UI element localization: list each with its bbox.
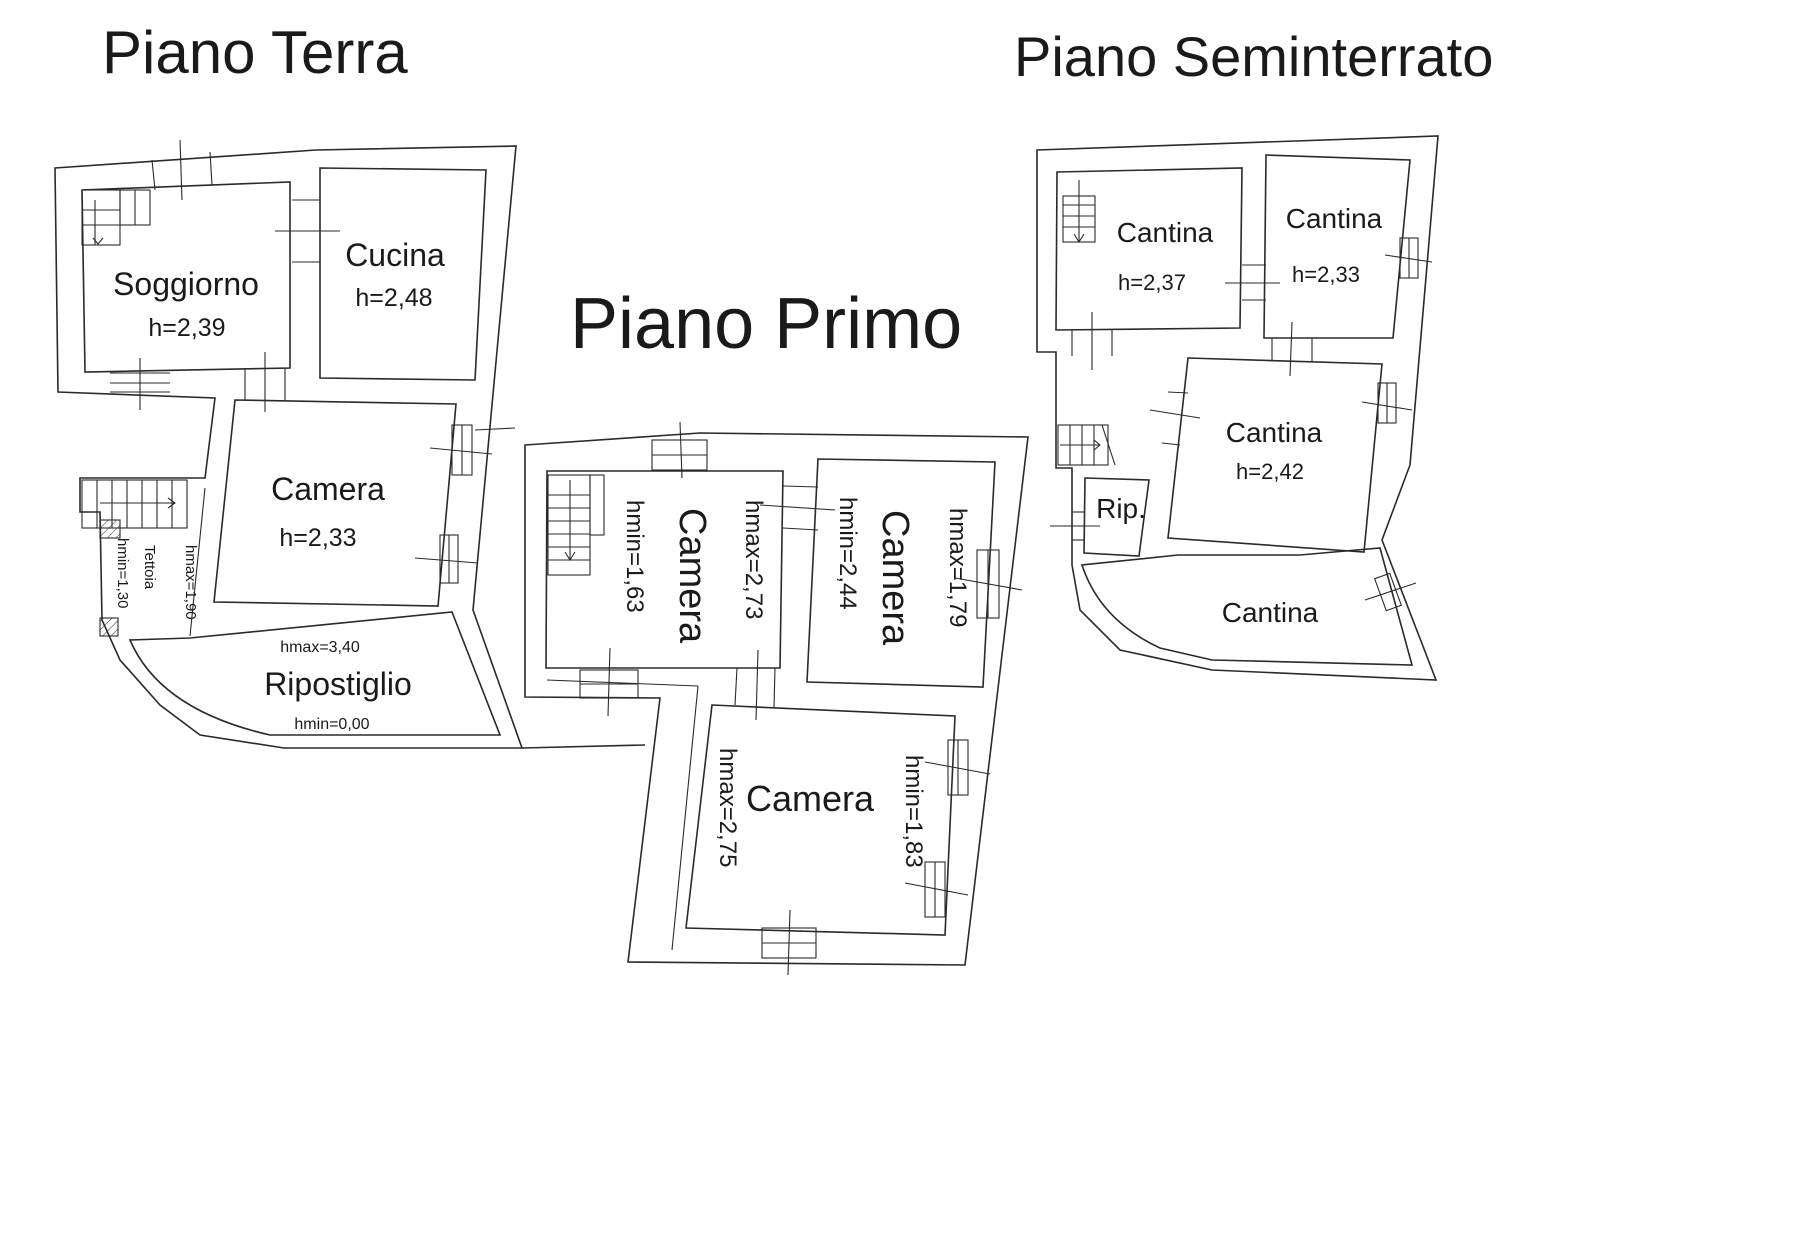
door-icon bbox=[1149, 391, 1201, 446]
door-icon bbox=[759, 485, 836, 531]
door-icon bbox=[244, 352, 286, 412]
corridor-wall bbox=[546, 679, 699, 687]
room-label-camera-right: Camera bbox=[874, 510, 916, 646]
door-icon bbox=[110, 358, 170, 410]
door-icon bbox=[1050, 511, 1100, 541]
window-icon bbox=[414, 534, 479, 584]
door-icon bbox=[1071, 312, 1113, 370]
door-icon bbox=[1271, 321, 1313, 377]
tettoia-divider bbox=[189, 487, 206, 637]
title-piano-seminterrato: Piano Seminterrato bbox=[1014, 25, 1493, 88]
corridor-wall bbox=[671, 685, 699, 951]
door-icon bbox=[275, 199, 340, 263]
door-icon bbox=[734, 649, 776, 721]
boundary-line bbox=[521, 744, 646, 749]
room-label-cantina-1: Cantina bbox=[1117, 217, 1214, 248]
room-label-soggiorno: Soggiorno bbox=[113, 266, 259, 302]
room-rip bbox=[1083, 477, 1150, 557]
room-cucina bbox=[319, 167, 487, 381]
room-label-cucina: Cucina bbox=[345, 237, 445, 273]
window-icon bbox=[904, 861, 969, 918]
outer-wall bbox=[54, 145, 524, 749]
window-icon bbox=[924, 739, 991, 796]
window-icon bbox=[954, 549, 1023, 619]
room-cantina-4 bbox=[1080, 547, 1414, 666]
plan-piano-terra: Soggiorno h=2,39 Cucina h=2,48 Camera h=… bbox=[54, 139, 646, 749]
room-cantina-1 bbox=[1055, 167, 1243, 331]
room-label-cantina-2: Cantina bbox=[1286, 203, 1383, 234]
room-height-soggiorno: h=2,39 bbox=[148, 314, 225, 342]
room-hmin-ripostiglio: hmin=0,00 bbox=[294, 716, 369, 733]
outer-wall bbox=[1036, 135, 1439, 681]
room-camera-left bbox=[545, 470, 784, 669]
staircase-icon bbox=[1057, 424, 1116, 466]
window-icon bbox=[761, 909, 817, 976]
room-camera-bottom bbox=[685, 704, 956, 936]
window-icon bbox=[429, 424, 516, 476]
room-hmax-camera-right: hmax=1,79 bbox=[944, 508, 971, 627]
room-label-camera-left: Camera bbox=[671, 508, 713, 644]
window-icon bbox=[579, 647, 639, 717]
room-ripostiglio bbox=[128, 611, 502, 736]
staircase-icon bbox=[81, 189, 151, 246]
pillar bbox=[99, 617, 119, 637]
window-icon bbox=[1384, 237, 1433, 279]
room-hmax-camera-left: hmax=2,73 bbox=[740, 500, 767, 619]
room-soggiorno bbox=[81, 181, 291, 373]
room-label-camera-bottom: Camera bbox=[746, 778, 875, 819]
room-label-ripostiglio: Ripostiglio bbox=[264, 666, 412, 702]
room-hmax-ripostiglio: hmax=3,40 bbox=[280, 639, 360, 656]
staircase-icon bbox=[1062, 180, 1096, 244]
room-hmin-camera-right: hmin=2,44 bbox=[834, 497, 861, 610]
room-hmin-camera-bottom: hmin=1,83 bbox=[900, 755, 927, 868]
room-hmax-tettoia: hmax=1,90 bbox=[182, 545, 199, 620]
room-camera-terra bbox=[213, 399, 457, 607]
room-label-camera: Camera bbox=[271, 471, 385, 507]
door-icon bbox=[1225, 264, 1280, 301]
outer-wall bbox=[524, 432, 1029, 966]
room-label-rip: Rip. bbox=[1096, 493, 1146, 524]
title-piano-terra: Piano Terra bbox=[102, 19, 408, 86]
title-piano-primo: Piano Primo bbox=[570, 284, 962, 364]
room-hmin-camera-left: hmin=1,63 bbox=[621, 500, 648, 613]
room-hmax-camera-bottom: hmax=2,75 bbox=[714, 748, 741, 867]
plan-piano-primo: Camera hmin=1,63 hmax=2,73 Camera hmin=2… bbox=[524, 421, 1029, 976]
room-label-tettoia: Tettoia bbox=[141, 545, 158, 590]
room-height-cantina-1: h=2,37 bbox=[1118, 270, 1186, 295]
staircase-icon bbox=[81, 479, 188, 529]
room-height-cantina-3: h=2,42 bbox=[1236, 459, 1304, 484]
room-label-cantina-4: Cantina bbox=[1222, 597, 1319, 628]
room-cantina-2 bbox=[1263, 154, 1411, 339]
room-cantina-3 bbox=[1167, 357, 1383, 553]
room-height-cucina: h=2,48 bbox=[355, 284, 432, 312]
window-icon bbox=[651, 421, 708, 479]
window-icon bbox=[1364, 572, 1417, 612]
room-height-cantina-2: h=2,33 bbox=[1292, 262, 1360, 287]
window-icon bbox=[1361, 382, 1413, 424]
room-camera-right bbox=[806, 458, 996, 688]
room-label-cantina-3: Cantina bbox=[1226, 417, 1323, 448]
pillar bbox=[99, 519, 121, 539]
plan-piano-seminterrato: Cantina h=2,37 Cantina h=2,33 Cantina h=… bbox=[1036, 135, 1439, 681]
room-height-camera: h=2,33 bbox=[279, 524, 356, 552]
door-icon bbox=[151, 139, 213, 201]
staircase-icon bbox=[547, 474, 605, 576]
room-hmin-tettoia: hmin=1,30 bbox=[114, 538, 131, 608]
